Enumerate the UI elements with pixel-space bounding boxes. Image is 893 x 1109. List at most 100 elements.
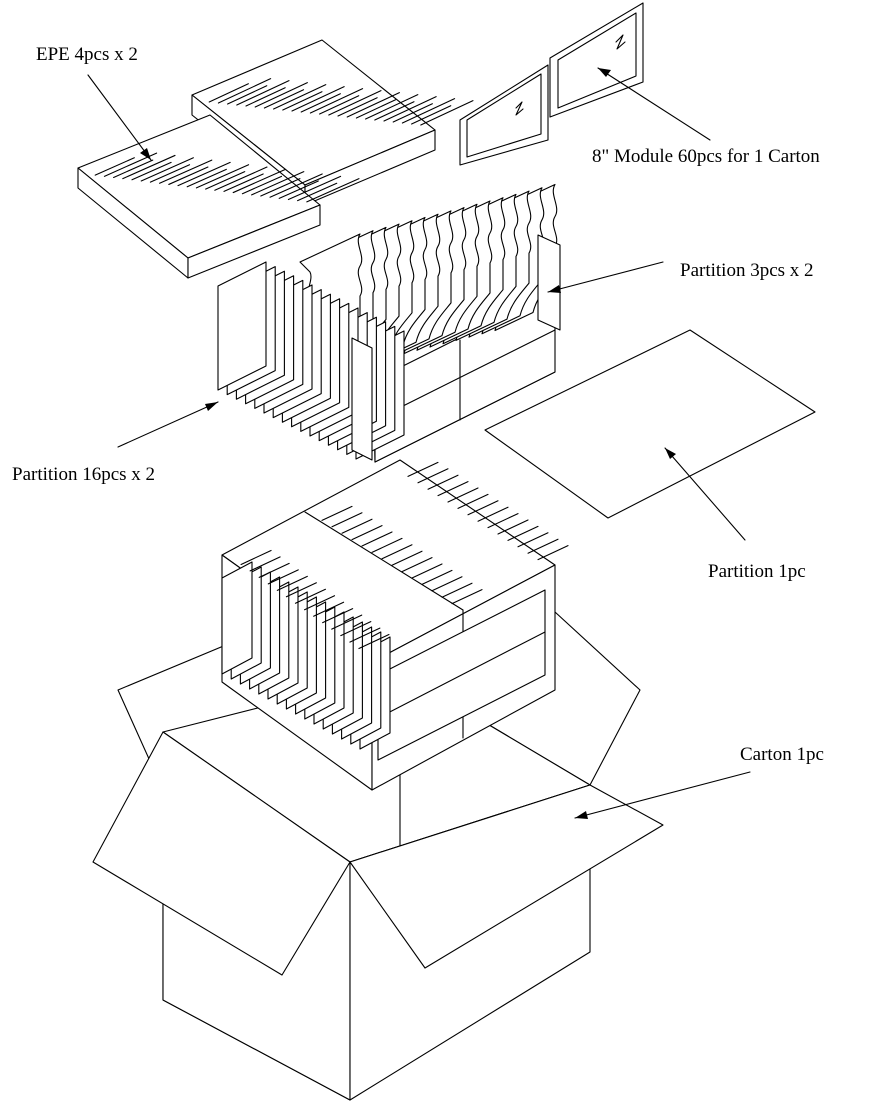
packed-plate — [221, 561, 253, 675]
packed-slot — [371, 537, 403, 553]
carton-label: Carton 1pc — [740, 744, 824, 765]
packed-slot — [427, 474, 459, 490]
epe-slot — [131, 161, 172, 181]
partition-16-arrow-line — [117, 401, 219, 448]
epe-pad-front-front — [187, 204, 321, 279]
packed-slot — [303, 595, 336, 611]
packed-slot — [294, 588, 327, 604]
epe-pad-front-slots — [94, 152, 360, 203]
epe-slot — [401, 98, 456, 124]
epe-slot — [365, 94, 419, 120]
packed-slot — [537, 545, 569, 561]
epe-slot — [346, 92, 400, 118]
packed-slot — [321, 505, 353, 521]
packed-slot — [467, 500, 499, 516]
epe-slot — [297, 182, 338, 202]
epe-slot — [168, 166, 209, 185]
packed-slot — [411, 563, 443, 579]
packed-slot — [401, 557, 433, 573]
partition-1-arrow-head — [665, 448, 676, 459]
packed-slot — [349, 627, 381, 643]
packed-insert-slots — [240, 461, 569, 650]
partition-1-arrow-line — [664, 447, 746, 541]
partition-end-plate — [537, 234, 561, 331]
packed-slot — [361, 531, 393, 547]
partition-assembly — [217, 183, 561, 463]
epe-slot — [260, 178, 301, 197]
epe-slot — [113, 159, 154, 179]
lcd-module-left-screen — [466, 73, 542, 158]
packed-insert — [221, 459, 569, 791]
packed-slot — [437, 481, 469, 497]
packed-slot — [421, 569, 453, 585]
epe-slot — [251, 171, 305, 196]
epe-slot — [177, 161, 231, 187]
packed-slot — [249, 556, 281, 572]
packed-slot — [477, 506, 509, 522]
epe-arrow-head — [140, 148, 151, 160]
callout-labels: EPE 4pcs x 2 8" Module 60pcs for 1 Carto… — [12, 44, 824, 765]
packed-slot — [487, 513, 519, 529]
lcd-modules — [459, 2, 644, 166]
epe-pad-front — [77, 114, 360, 279]
epe-slot — [411, 105, 452, 125]
epe-slot — [287, 175, 342, 201]
packed-slot — [457, 493, 489, 509]
epe-slot — [319, 95, 360, 115]
packed-slot — [507, 525, 539, 541]
epe-slot — [205, 171, 246, 190]
epe-slot — [94, 157, 135, 176]
packed-slot — [391, 550, 423, 566]
packed-slot — [527, 538, 559, 554]
epe-slot — [291, 86, 345, 112]
epe-slot — [241, 175, 283, 195]
carton-arrow-head — [575, 811, 588, 819]
epe-slot — [328, 90, 382, 116]
epe-slot — [208, 83, 249, 103]
packed-slot — [351, 525, 383, 541]
epe-slot — [263, 89, 305, 109]
packed-insert-shelf — [377, 631, 546, 719]
epe-slot — [355, 99, 397, 119]
lcd-module-left-glare — [515, 101, 524, 116]
epe-slot — [309, 88, 364, 114]
packed-slot — [285, 582, 317, 598]
packed-insert-divider — [304, 511, 464, 611]
epe-slot — [273, 84, 327, 110]
packed-slot — [497, 519, 529, 535]
packed-slot — [381, 544, 413, 560]
packed-slot — [276, 575, 308, 591]
epe-slot — [217, 78, 272, 104]
partition-16-arrow-head — [205, 402, 218, 411]
packed-slot — [517, 532, 549, 548]
epe-slot — [140, 157, 194, 182]
packed-slot — [431, 576, 463, 592]
packed-slot — [417, 468, 449, 484]
epe-slot — [195, 164, 250, 189]
module-arrow-line — [597, 67, 711, 141]
packed-slot — [240, 549, 272, 566]
epe-slot — [420, 100, 474, 126]
epe-slot — [149, 164, 191, 183]
carton-arrow-line — [574, 771, 751, 819]
partition-1-label: Partition 1pc — [708, 561, 806, 582]
epe-slot — [223, 173, 264, 192]
carton-front-right-flap — [349, 784, 664, 969]
packed-slot — [358, 633, 390, 650]
packed-slot — [267, 569, 299, 585]
packed-slot — [340, 621, 372, 637]
epe-slot — [337, 97, 378, 117]
packed-slot — [313, 601, 345, 617]
epe-slot — [392, 103, 433, 123]
epe-slot — [254, 82, 308, 108]
epe-label: EPE 4pcs x 2 — [36, 44, 138, 65]
partition-sheet — [484, 329, 816, 519]
partition-3-label: Partition 3pcs x 2 — [680, 260, 814, 281]
lcd-module-left — [459, 64, 549, 166]
partition-16-label: Partition 16pcs x 2 — [12, 464, 155, 485]
epe-slot — [245, 87, 286, 107]
epe-slot — [374, 101, 415, 121]
epe-slot — [159, 159, 213, 184]
